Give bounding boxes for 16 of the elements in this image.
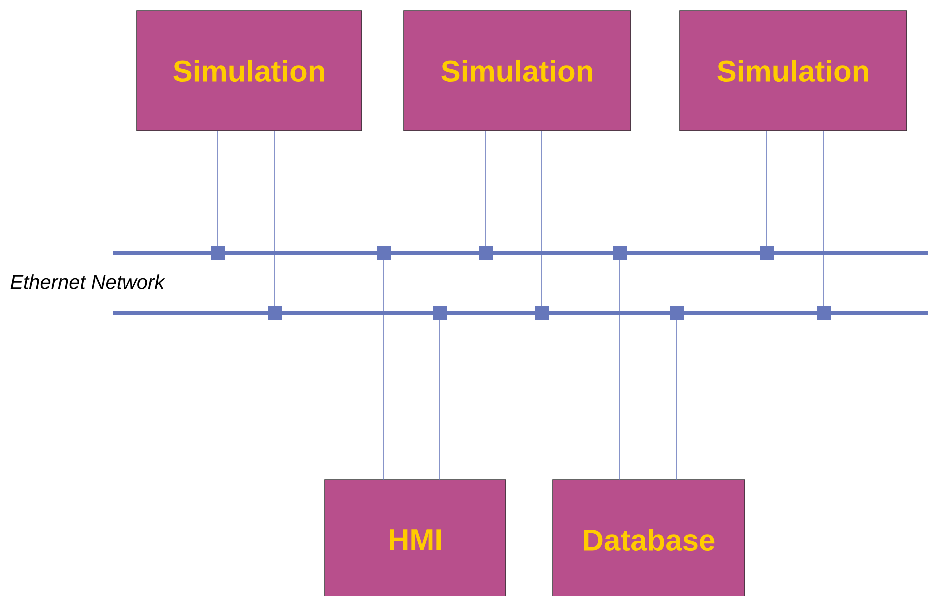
connector [479,130,493,260]
network-label: Ethernet Network [10,274,166,290]
system-box: Database [552,480,746,596]
connector [670,306,684,480]
connector [268,130,282,320]
connector [211,130,225,260]
connector [760,130,774,260]
system-box: Simulation [404,10,632,132]
system-box: Simulation [680,10,908,132]
system-box: HMI [324,480,506,596]
connector [433,306,447,480]
connector [377,246,391,480]
system-box: Simulation [136,10,362,132]
connector [613,246,627,480]
connector [817,130,831,320]
connector [535,130,549,320]
